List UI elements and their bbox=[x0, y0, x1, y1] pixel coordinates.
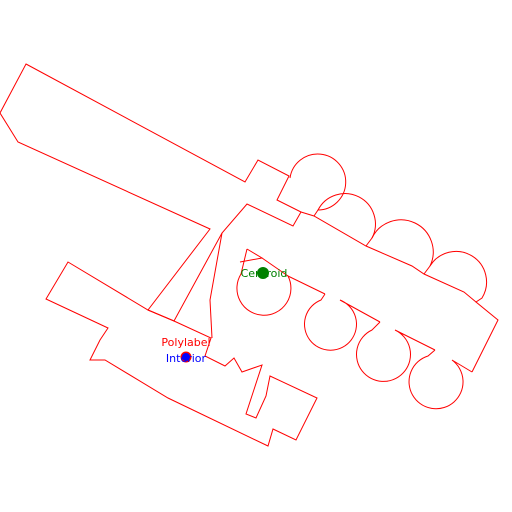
room-lower-3 bbox=[356, 321, 436, 382]
room-upper-2 bbox=[317, 193, 376, 247]
centroid-label: Centroid bbox=[241, 267, 288, 280]
building-notch bbox=[209, 232, 223, 339]
building-notch-2 bbox=[239, 248, 264, 263]
corridor-top-edge bbox=[300, 211, 477, 303]
room-upper-4 bbox=[429, 250, 499, 373]
corridor-bottom-edge bbox=[261, 257, 289, 277]
polylabel-label: Polylabel bbox=[161, 336, 210, 349]
interior-label: Interior bbox=[166, 352, 207, 365]
room-lower-4 bbox=[408, 349, 473, 410]
centroid-marker bbox=[257, 267, 269, 279]
building-wing-bottom bbox=[45, 261, 318, 447]
room-lower-2 bbox=[304, 293, 381, 351]
room-upper-3 bbox=[371, 219, 434, 275]
room-lower-1 bbox=[236, 248, 326, 316]
room-upper-1 bbox=[289, 153, 347, 217]
interior-marker bbox=[182, 353, 190, 361]
building-wing-top bbox=[0, 63, 302, 322]
